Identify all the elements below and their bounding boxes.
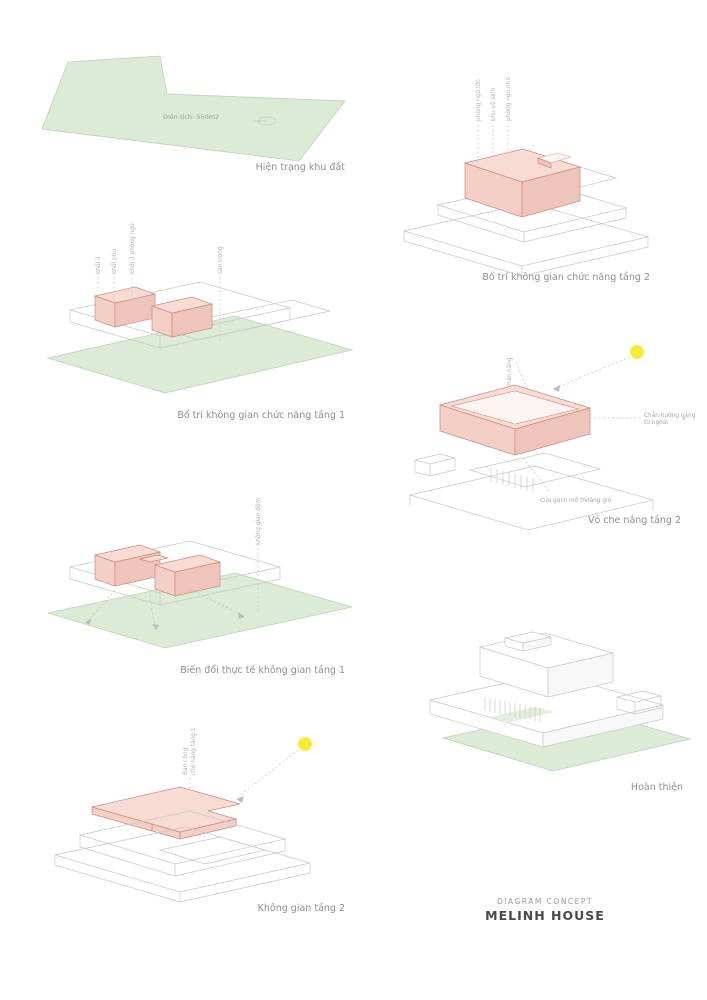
leader-label: không gian đệm (255, 498, 262, 545)
sunshade-drawing: chắn nắng (408, 345, 696, 540)
caption-floor2-space: Không gian tầng 2 (257, 903, 345, 914)
transform-drawing: không gian đệm (47, 498, 353, 649)
caption-floor1-layout: Bố trí không gian chức năng tầng 1 (177, 410, 345, 421)
site-wall-wireframe (69, 281, 331, 349)
leader-label: phòng ngủ lớn (475, 79, 482, 121)
caption-final: Hoàn thiện (630, 782, 683, 793)
sun-arrow (553, 356, 631, 392)
diagram-floor2-space: Ban công che nắng tầng 1 (40, 715, 355, 920)
caption-sunshade: Vỏ che nắng tầng 2 (587, 515, 681, 526)
leader-label-line1: Ban công (182, 748, 189, 775)
leader-label: khu vệ sinh (490, 87, 497, 121)
lower-deck (428, 672, 664, 748)
deck-planter (490, 707, 555, 722)
base-wireframe (408, 452, 655, 540)
pink-volume-b (150, 296, 214, 338)
caption-transform: Biến đổi thực tế không gian tầng 1 (180, 665, 345, 676)
leader-label: sân trong (217, 246, 224, 274)
caption-floor2-layout: Bố trí không gian chức năng tầng 2 (482, 272, 650, 283)
site-plan-drawing: Diện tích: 550m2 (41, 55, 346, 162)
project-subtitle: DIAGRAM CONCEPT (496, 897, 594, 906)
caption-site: Hiện trạng khu đất (255, 162, 345, 173)
note-bottom: Cửa gạch mở thoáng gió (540, 497, 612, 504)
pink-volume-merged (93, 544, 222, 597)
right-annotation: Chắn hướng nắng từ ngoài x (590, 412, 696, 426)
bottom-annotation: Cửa gạch mở thoáng gió (522, 457, 612, 504)
diagram-site: Diện tích: 550m2 Hiện trạng khu đất (35, 45, 355, 185)
pink-shell-tray (438, 384, 592, 456)
diagram-floor2-layout: phòng ngủ lớn khu vệ sinh phòng ngủ nhỏ … (390, 55, 660, 285)
leader-label: khối 1 (95, 256, 102, 274)
leader-label-line2: che nắng tầng 1 (189, 727, 197, 775)
shade-label: chắn nắng (506, 357, 513, 388)
floor2-space-drawing: Ban công che nắng tầng 1 (54, 727, 312, 903)
pink-volume-a (93, 286, 157, 328)
leader-label: khối phụ (111, 249, 118, 274)
base-wireframe (54, 810, 311, 903)
diagram-floor1-layout: khối 1 khối phụ khối 2 phòng ngủ sân tro… (40, 210, 355, 425)
diagram-transform: không gian đệm Biến đổi thực tế không gi… (40, 495, 355, 680)
green-site-plane (41, 55, 346, 162)
floor1-layout-drawing: khối 1 khối phụ khối 2 phòng ngủ sân tro… (46, 223, 354, 394)
note-right-x-marker: x (682, 416, 686, 422)
leader-label: phòng ngủ nhỏ (505, 77, 512, 121)
leader-lines (477, 125, 509, 163)
pink-slab (91, 786, 241, 840)
side-wire-box (616, 690, 662, 715)
sun-icon (630, 345, 644, 359)
expansion-arrows (85, 589, 245, 630)
leader-label: khối 2 phòng ngủ (129, 223, 136, 274)
diagram-sunshade: chắn nắng (385, 330, 696, 540)
diagram-final: Hoàn thiện (385, 605, 695, 800)
north-arrow-icon (254, 116, 277, 126)
site-area-label: Diện tích: 550m2 (163, 113, 219, 121)
sun-icon (298, 737, 312, 751)
leader-lines (97, 277, 221, 342)
upper-volume (478, 631, 615, 698)
project-title: MELINH HOUSE (485, 908, 605, 923)
sun-arrow (236, 749, 299, 803)
shade-leader (515, 361, 527, 387)
final-building-drawing (428, 631, 692, 772)
note-right-line2: từ ngoài (644, 419, 668, 426)
pink-volume (463, 148, 582, 218)
louver-columns (484, 697, 541, 722)
title-block: DIAGRAM CONCEPT MELINH HOUSE (460, 897, 630, 923)
note-right-line1: Chắn hướng nắng (644, 412, 695, 419)
floor2-layout-drawing: phòng ngủ lớn khu vệ sinh phòng ngủ nhỏ (402, 77, 650, 277)
